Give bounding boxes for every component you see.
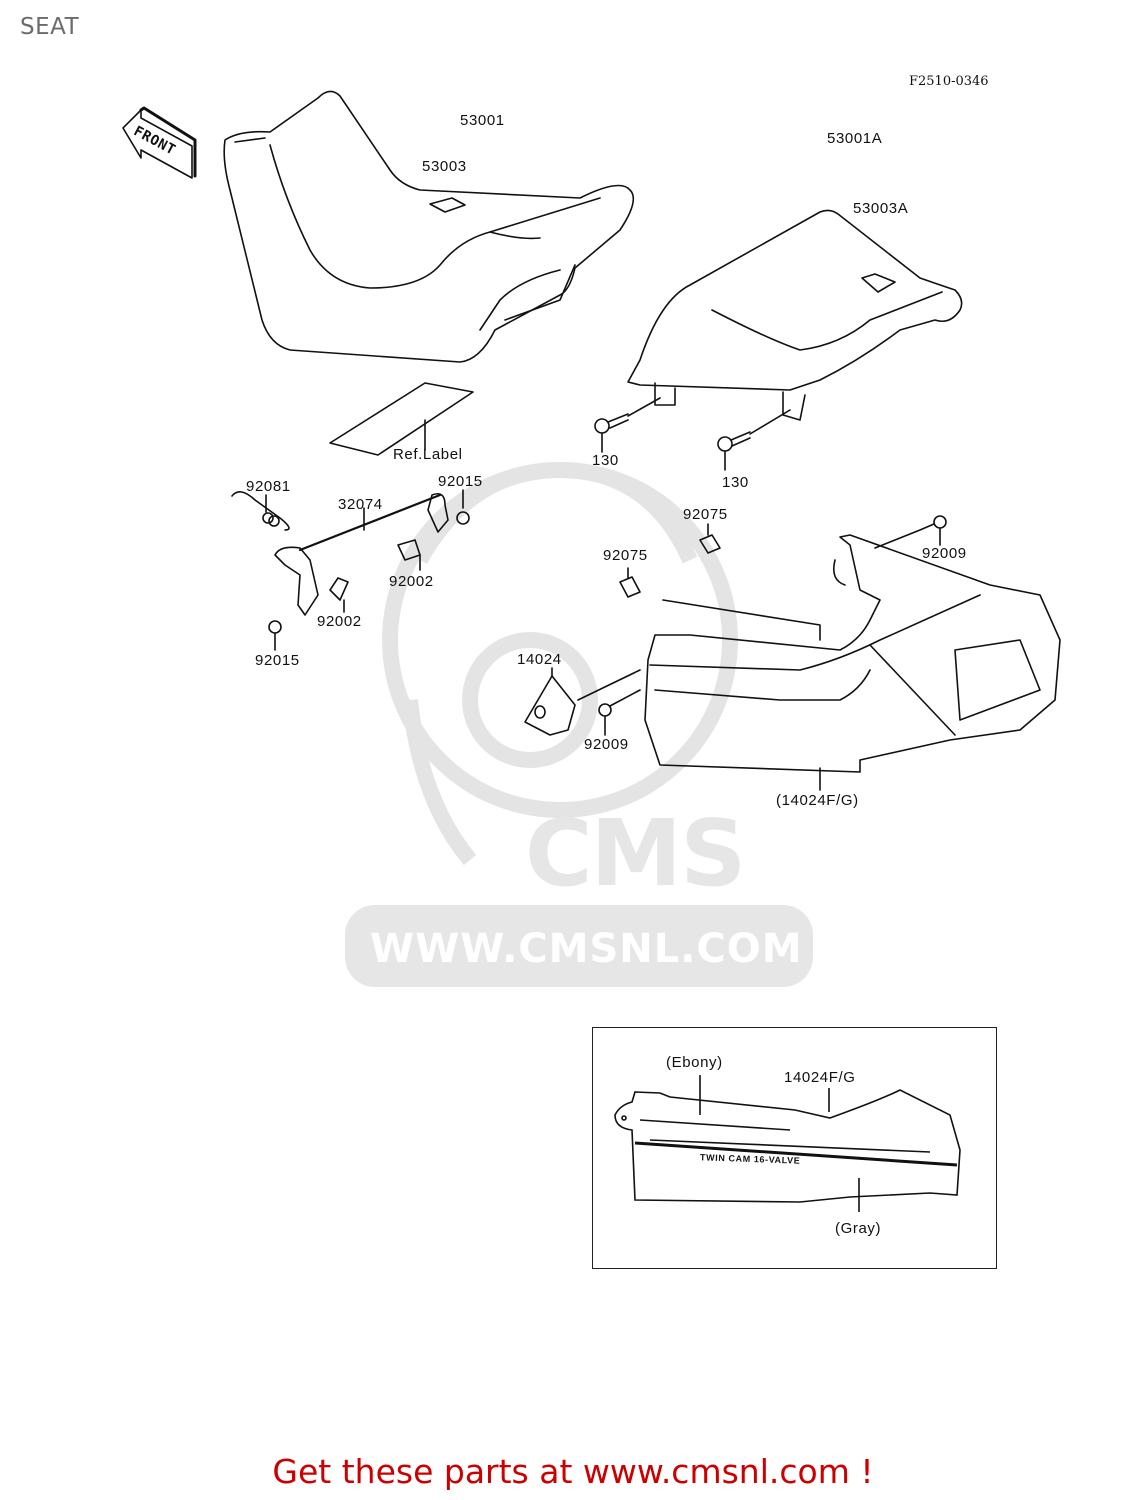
callout-130-left: 130 bbox=[592, 452, 619, 469]
rear-seat-drawing bbox=[627, 209, 963, 421]
callout-130-right: 130 bbox=[722, 474, 749, 491]
inset-drawing bbox=[614, 1075, 961, 1212]
bolt-icon bbox=[594, 397, 791, 471]
inset-gray-label: (Gray) bbox=[835, 1220, 882, 1237]
watermark-url: WWW.CMSNL.COM bbox=[370, 926, 803, 972]
callout-32074: 32074 bbox=[338, 496, 383, 513]
callout-92009-lower: 92009 bbox=[584, 736, 629, 753]
tail-cover-drawing bbox=[644, 534, 1061, 791]
front-seat-drawing bbox=[223, 90, 635, 363]
callout-14024fg: (14024F/G) bbox=[776, 792, 859, 809]
watermark-brand: CMS bbox=[525, 800, 746, 907]
callout-92009-upper: 92009 bbox=[922, 545, 967, 562]
inset-ebony-label: (Ebony) bbox=[666, 1054, 723, 1071]
color-variant-inset bbox=[592, 1027, 997, 1269]
emblem-drawing bbox=[524, 675, 576, 736]
callout-ref-label: Ref.Label bbox=[393, 446, 463, 463]
callout-92002-top: 92002 bbox=[389, 573, 434, 590]
callout-92015-bottom: 92015 bbox=[255, 652, 300, 669]
figure-code: F2510-0346 bbox=[909, 74, 989, 89]
callout-53003a: 53003A bbox=[853, 200, 909, 217]
callout-92002-bottom: 92002 bbox=[317, 613, 362, 630]
shaft-32074 bbox=[298, 493, 442, 552]
seat-lock-assembly bbox=[231, 489, 470, 651]
callout-14024: 14024 bbox=[517, 651, 562, 668]
callout-92015-top: 92015 bbox=[438, 473, 483, 490]
page-title: SEAT bbox=[20, 14, 80, 40]
front-arrow-icon bbox=[122, 106, 197, 179]
ref-label-sheet bbox=[329, 382, 474, 456]
callout-92075-upper: 92075 bbox=[683, 506, 728, 523]
callout-92081: 92081 bbox=[246, 478, 291, 495]
promo-link[interactable]: Get these parts at www.cmsnl.com ! bbox=[272, 1452, 874, 1491]
callout-53001a: 53001A bbox=[827, 130, 883, 147]
callout-53001: 53001 bbox=[460, 112, 505, 129]
callout-53003: 53003 bbox=[422, 158, 467, 175]
inset-part-label: 14024F/G bbox=[784, 1069, 856, 1086]
callout-92075-lower: 92075 bbox=[603, 547, 648, 564]
spring-92081 bbox=[231, 491, 290, 531]
